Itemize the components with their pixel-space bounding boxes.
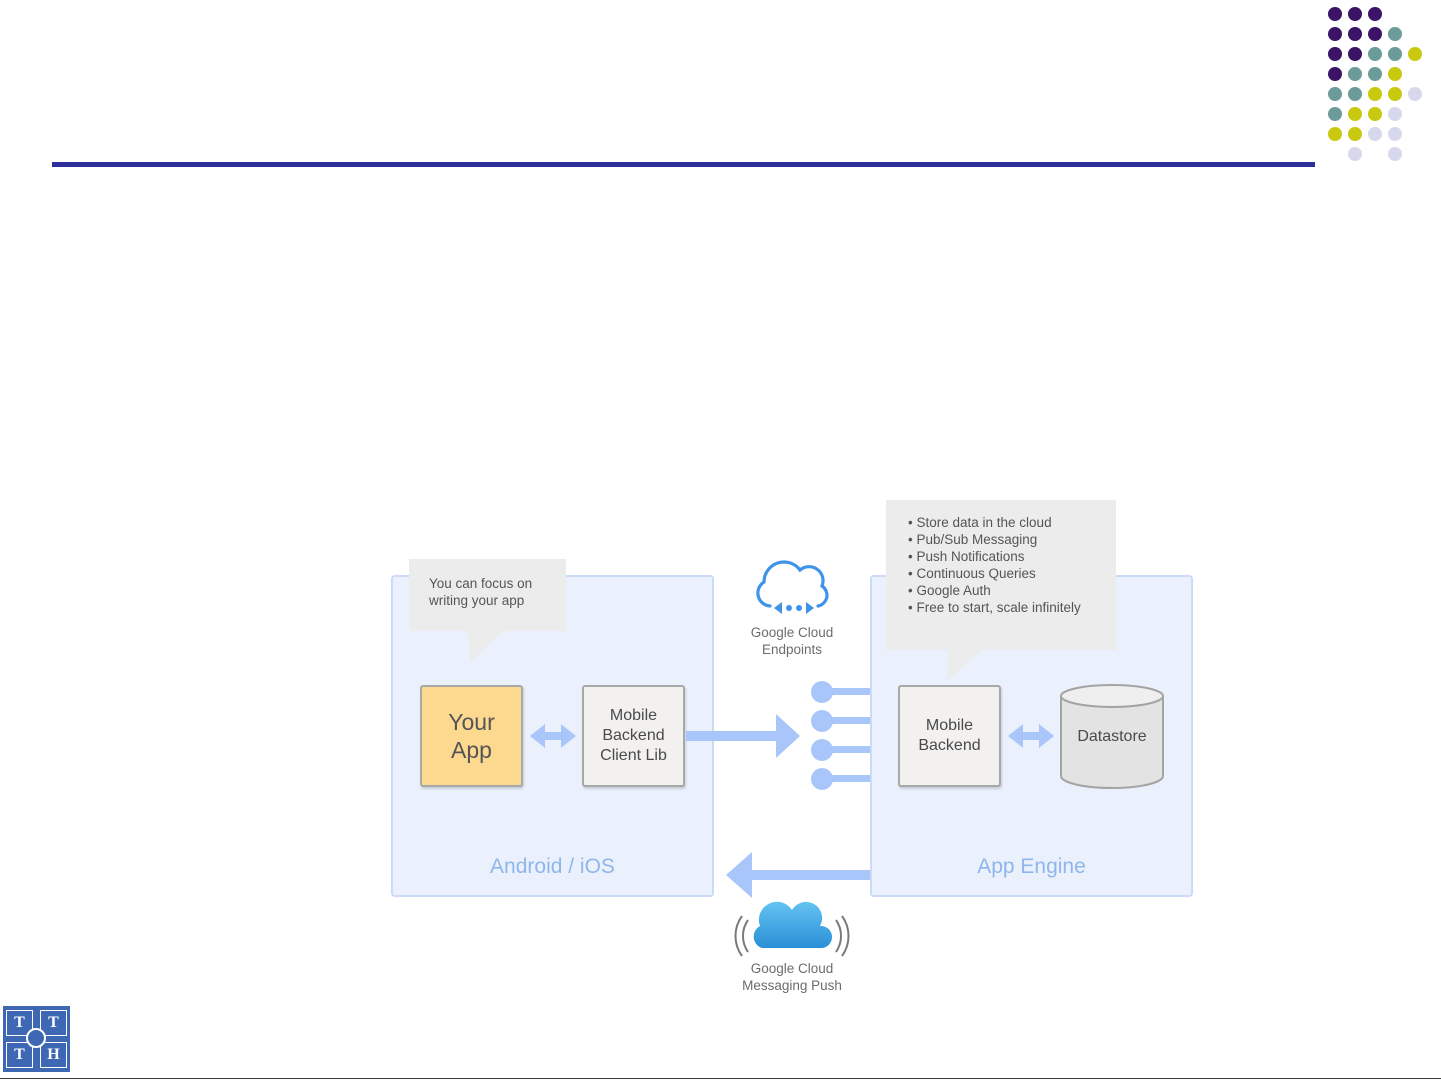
decorative-dot: [1328, 67, 1342, 81]
decorative-dot: [1348, 87, 1362, 101]
logo-letter: T: [40, 1010, 67, 1036]
decorative-dot: [1328, 127, 1342, 141]
decorative-dot: [1368, 127, 1382, 141]
decorative-dot: [1388, 127, 1402, 141]
cloud-push-icon: [734, 901, 850, 957]
decorative-dot: [1388, 27, 1402, 41]
app-engine-label: App Engine: [977, 855, 1086, 878]
decorative-dot: [1328, 47, 1342, 61]
decorative-dot: [1368, 47, 1382, 61]
logo-letter: T: [6, 1042, 33, 1068]
android-ios-label: Android / iOS: [490, 855, 615, 878]
mobile-backend-box: Mobile Backend: [898, 685, 1001, 787]
decorative-dot: [1388, 47, 1402, 61]
push-caption: Google Cloud Messaging Push: [742, 961, 842, 993]
decorative-dot: [1368, 87, 1382, 101]
decorative-dot: [1328, 107, 1342, 121]
decorative-dot: [1328, 27, 1342, 41]
endpoints-caption: Google Cloud Endpoints: [750, 625, 834, 657]
your-app-box: Your App: [420, 685, 523, 787]
logo-center-ring: [26, 1028, 46, 1048]
decorative-dot-grid: [0, 0, 1441, 170]
focus-callout: You can focus on writing your app: [409, 559, 566, 631]
decorative-dot: [1388, 87, 1402, 101]
endpoint-connectors: [811, 681, 870, 790]
backend-features-list: Store data in the cloud Pub/Sub Messagin…: [908, 514, 1098, 616]
datastore-label: Datastore: [1077, 728, 1147, 745]
decorative-dot: [1348, 107, 1362, 121]
logo-letter: H: [40, 1042, 67, 1068]
footer-rule: [0, 1078, 1441, 1079]
feature-item: Push Notifications: [908, 548, 1098, 565]
decorative-dot: [1348, 127, 1362, 141]
backend-datastore-double-arrow: [1008, 724, 1054, 748]
focus-callout-pointer: [468, 630, 504, 662]
decorative-dot: [1368, 27, 1382, 41]
feature-item: Google Auth: [908, 582, 1098, 599]
decorative-dot: [1348, 7, 1362, 21]
feature-item: Free to start, scale infinitely: [908, 599, 1098, 616]
decorative-dot: [1388, 107, 1402, 121]
push-return-arrow: [726, 852, 870, 898]
feature-item: Continuous Queries: [908, 565, 1098, 582]
decorative-dot: [1408, 87, 1422, 101]
cloud-endpoints-icon: [756, 560, 829, 614]
decorative-dot: [1408, 47, 1422, 61]
datastore-cylinder-icon: [1060, 684, 1164, 789]
decorative-dot: [1368, 7, 1382, 21]
backend-callout-pointer: [947, 649, 983, 681]
decorative-dot: [1388, 67, 1402, 81]
decorative-dot: [1328, 7, 1342, 21]
client-lib-box: Mobile Backend Client Lib: [582, 685, 685, 787]
feature-item: Pub/Sub Messaging: [908, 531, 1098, 548]
clientlib-to-endpoints-arrow: [686, 714, 800, 758]
decorative-dot: [1368, 107, 1382, 121]
header-rule: [52, 162, 1315, 167]
decorative-dot: [1368, 67, 1382, 81]
decorative-dot: [1328, 87, 1342, 101]
decorative-dot: [1348, 27, 1362, 41]
decorative-dot: [1388, 147, 1402, 161]
decorative-dot: [1348, 47, 1362, 61]
app-clientlib-double-arrow: [530, 724, 576, 748]
decorative-dot: [1348, 147, 1362, 161]
backend-features-callout: Store data in the cloud Pub/Sub Messagin…: [886, 500, 1116, 650]
decorative-dot: [1348, 67, 1362, 81]
institution-logo: T T T H: [3, 1006, 70, 1072]
feature-item: Store data in the cloud: [908, 514, 1098, 531]
logo-letter: T: [6, 1010, 33, 1036]
